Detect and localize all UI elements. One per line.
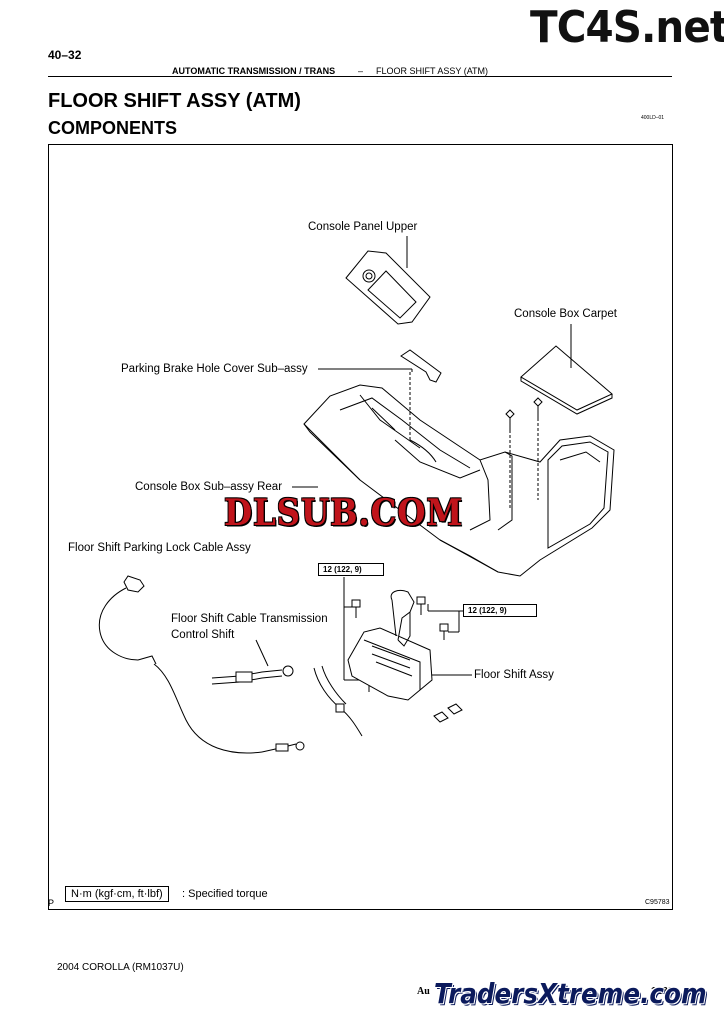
torque-unit-legend: N·m (kgf·cm, ft·lbf) <box>65 886 169 902</box>
watermark-tradersxtreme: TradersXtreme.com <box>434 977 707 1010</box>
header-section: AUTOMATIC TRANSMISSION / TRANS <box>172 66 336 76</box>
label-console-box-rear: Console Box Sub–assy Rear <box>135 481 283 493</box>
console-box-carpet-part <box>520 345 613 415</box>
label-parking-lock-cable: Floor Shift Parking Lock Cable Assy <box>68 542 251 554</box>
footer-partial-text: Au <box>417 986 430 997</box>
header-dash: – <box>358 66 364 76</box>
console-screws <box>505 397 543 430</box>
torque-spec-2: 12 (122, 9) <box>463 604 537 617</box>
page-number: 40–32 <box>48 48 82 62</box>
reference-code: 400LD–01 <box>641 115 665 121</box>
watermark-dlsub: DLSUB.COM <box>224 492 464 534</box>
watermark-tc4s: TC4S.net <box>530 2 724 53</box>
figure-frame <box>48 144 673 910</box>
header-rule <box>48 76 672 77</box>
figure-corner-mark: P <box>48 898 55 908</box>
section-heading: COMPONENTS <box>48 118 178 138</box>
cable-transmission-part <box>211 639 294 685</box>
label-console-panel-upper: Console Panel Upper <box>308 221 418 233</box>
parking-brake-hole-cover-part <box>400 349 442 383</box>
floor-shift-assy-part <box>347 589 433 701</box>
label-cable-transmission-line2: Control Shift <box>171 629 235 641</box>
page-title: FLOOR SHIFT ASSY (ATM) <box>48 90 301 112</box>
parking-lock-cable-part <box>98 575 305 754</box>
figure-code: C95783 <box>645 899 670 906</box>
floor-shift-wire <box>313 665 463 737</box>
legend-description: : Specified torque <box>182 888 268 900</box>
leader-lines <box>292 236 572 676</box>
label-cable-transmission-line1: Floor Shift Cable Transmission <box>171 613 328 625</box>
header-topic: FLOOR SHIFT ASSY (ATM) <box>376 66 489 76</box>
console-box-rear-part <box>303 384 615 577</box>
footer-model: 2004 COROLLA (RM1037U) <box>57 962 184 973</box>
label-console-box-carpet: Console Box Carpet <box>514 308 617 320</box>
footer-page-number: 1282 <box>651 986 674 997</box>
label-floor-shift-assy: Floor Shift Assy <box>474 669 554 681</box>
console-panel-upper-part <box>345 250 431 325</box>
torque-spec-1: 12 (122, 9) <box>318 563 384 576</box>
label-parking-brake-hole-cover: Parking Brake Hole Cover Sub–assy <box>121 363 308 375</box>
label-cable-transmission: Floor Shift Cable Transmission Control S… <box>171 611 328 643</box>
